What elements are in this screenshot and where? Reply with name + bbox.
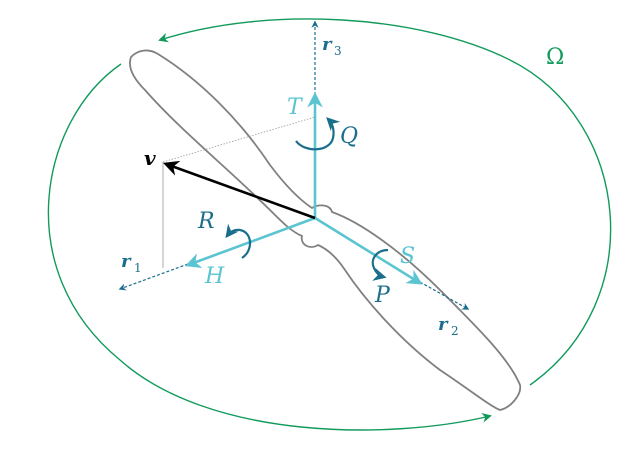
label-S: S [400,244,415,269]
label-omega: Ω [546,45,564,70]
force-vectors [185,91,423,285]
label-r3: r 3 [322,34,342,58]
svg-text:r: r [322,34,333,55]
label-r1: r 1 [121,251,142,275]
label-r2: r 2 [438,314,459,338]
force-vector-S [314,216,423,285]
moment-arc-R [225,223,252,259]
label-R: R [197,209,215,234]
propeller-blade-outline [129,49,522,411]
omega-arc-lower [158,18,612,386]
omega-rotation-arcs [47,18,612,431]
velocity-vector-v [163,160,316,220]
projection-guides [162,116,316,268]
moment-arc-P [371,248,389,281]
svg-text:3: 3 [334,44,342,58]
label-P: P [374,283,391,308]
label-Q: Q [340,124,358,149]
svg-text:r: r [121,251,132,272]
label-v: v [144,146,156,170]
force-vector-H [185,216,316,268]
moment-arcs [225,117,389,281]
moment-arc-Q [295,117,341,151]
omega-arc-upper [47,63,492,431]
svg-text:2: 2 [451,324,459,338]
r1-axis [118,263,189,291]
r2-axis [419,281,470,310]
label-H: H [204,264,225,289]
svg-text:r: r [438,314,449,335]
r-axes [118,20,470,310]
svg-text:1: 1 [134,261,142,275]
label-T: T [287,95,304,120]
